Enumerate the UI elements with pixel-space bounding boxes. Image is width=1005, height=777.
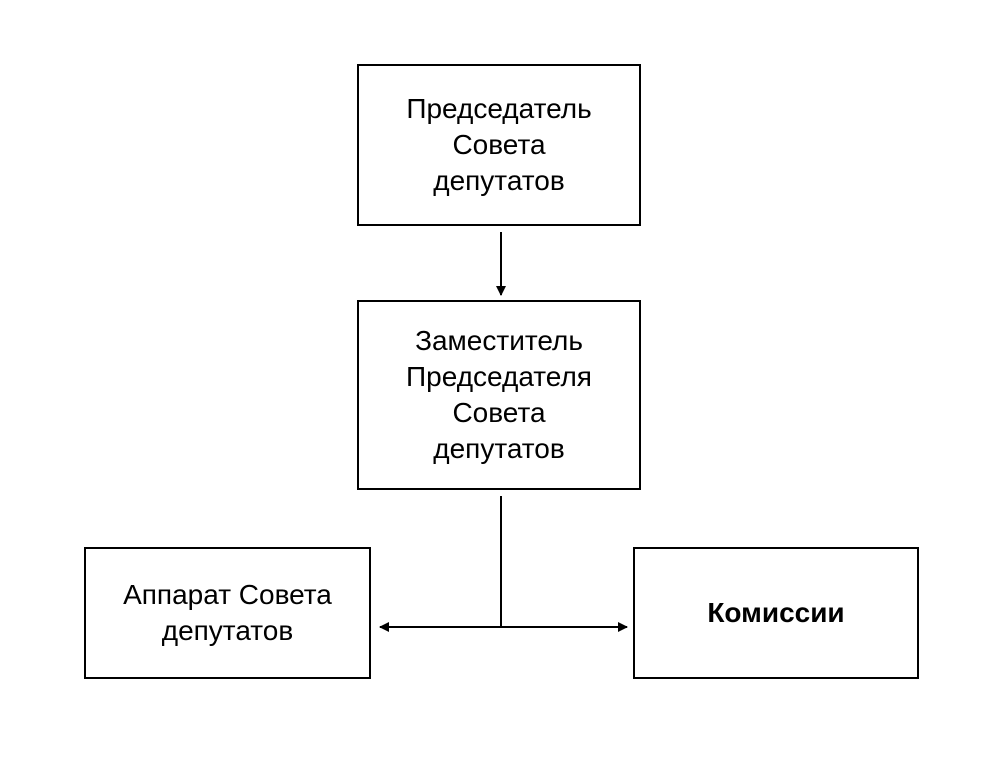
node-chairman: Председатель Совета депутатов: [357, 64, 641, 226]
node-chairman-label: Председатель Совета депутатов: [406, 93, 592, 196]
node-commissions: Комиссии: [633, 547, 919, 679]
node-council-apparatus: Аппарат Совета депутатов: [84, 547, 371, 679]
node-deputy-chairman: Заместитель Председателя Совета депутато…: [357, 300, 641, 490]
node-commissions-label: Комиссии: [707, 597, 845, 628]
node-deputy-chairman-label: Заместитель Председателя Совета депутато…: [406, 325, 592, 464]
node-council-apparatus-label: Аппарат Совета депутатов: [123, 579, 332, 646]
